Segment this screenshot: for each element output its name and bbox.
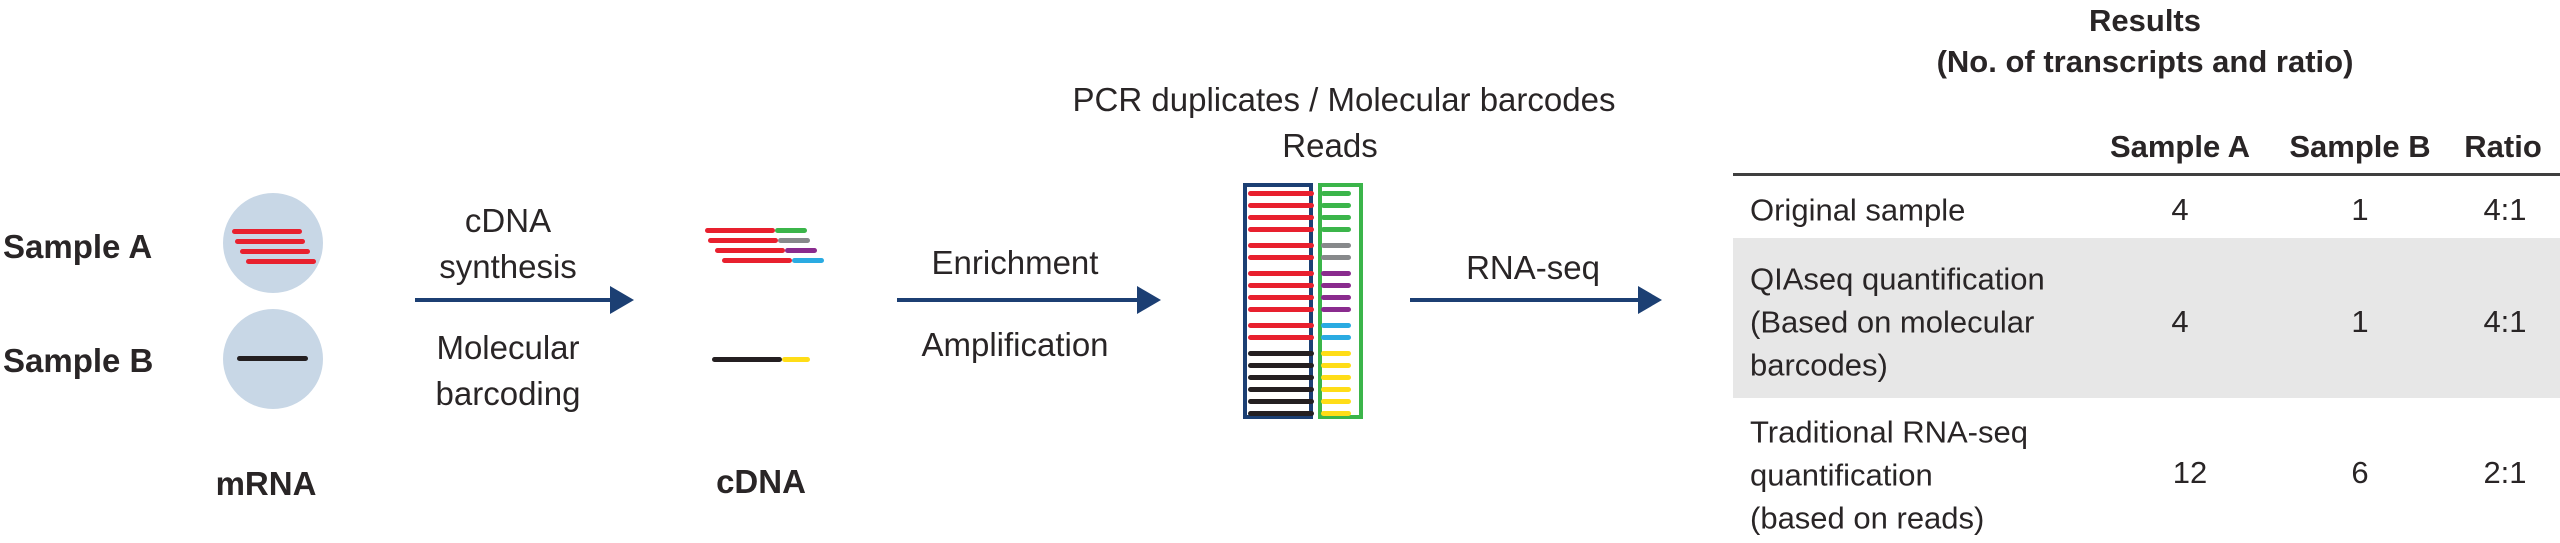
strand-bar bbox=[1248, 335, 1314, 340]
strand-bar bbox=[1321, 191, 1351, 196]
step1-top-line1: cDNA bbox=[464, 202, 552, 239]
strand-bar bbox=[1248, 283, 1314, 288]
step1-bottom-label: Molecular barcoding bbox=[436, 325, 581, 417]
step2-bottom-label: Amplification bbox=[921, 326, 1109, 363]
strand-bar bbox=[1321, 399, 1351, 404]
step2-top-label: Enrichment bbox=[931, 244, 1099, 281]
strand-bar bbox=[1321, 255, 1351, 260]
results-subtitle: (No. of transcripts and ratio) bbox=[1936, 44, 2354, 79]
sample-b-mrna-circle bbox=[223, 309, 323, 409]
strand-bar bbox=[1321, 411, 1351, 416]
strand-bar bbox=[1321, 295, 1351, 300]
strand-bar bbox=[1321, 283, 1351, 288]
reads-subtitle: Reads bbox=[1282, 127, 1378, 164]
step1-arrow-line bbox=[415, 298, 612, 302]
strand-bar bbox=[1321, 323, 1351, 328]
col-header-sample-a: Sample A bbox=[2109, 129, 2251, 164]
strand-bar bbox=[1321, 215, 1351, 220]
results-title: Results bbox=[2089, 3, 2201, 38]
strand-bar bbox=[775, 228, 807, 233]
strand-bar bbox=[1248, 191, 1314, 196]
row1-sample-b-value: 1 bbox=[2351, 192, 2369, 227]
strand-bar bbox=[715, 248, 785, 253]
step1-bottom-line1: Molecular bbox=[436, 329, 580, 366]
cdna-label: cDNA bbox=[716, 463, 806, 500]
table-row-label: Traditional RNA-seq quantification (base… bbox=[1750, 414, 2028, 536]
reads-title: PCR duplicates / Molecular barcodes bbox=[1072, 81, 1616, 118]
strand-bar bbox=[1248, 399, 1314, 404]
sample-a-mrna-circle bbox=[223, 193, 323, 293]
table-row-label: Original sample bbox=[1750, 192, 1966, 228]
row1-sample-a-value: 4 bbox=[2171, 192, 2189, 227]
strand-bar bbox=[1248, 307, 1314, 312]
table-header-rule bbox=[1733, 173, 2560, 176]
strand-bar bbox=[1321, 351, 1351, 356]
strand-bar bbox=[785, 248, 817, 253]
strand-bar bbox=[1248, 411, 1314, 416]
strand-bar bbox=[246, 259, 316, 264]
strand-bar bbox=[1248, 323, 1314, 328]
step3-top-label: RNA-seq bbox=[1466, 249, 1600, 286]
strand-bar bbox=[1248, 271, 1314, 276]
table-row-label: QIAseq quantification (Based on molecula… bbox=[1750, 261, 2045, 383]
strand-bar bbox=[1248, 375, 1314, 380]
strand-bar bbox=[722, 258, 792, 263]
strand-bar bbox=[1248, 387, 1314, 392]
row2-ratio-value: 4:1 bbox=[2483, 304, 2527, 339]
step1-arrow-head bbox=[610, 286, 634, 314]
row2-sample-b-value: 1 bbox=[2351, 304, 2369, 339]
strand-bar bbox=[782, 357, 810, 362]
step3-arrow-line bbox=[1410, 298, 1638, 302]
row2-sample-a-value: 4 bbox=[2171, 304, 2189, 339]
strand-bar bbox=[1321, 271, 1351, 276]
mrna-label: mRNA bbox=[215, 465, 317, 502]
strand-bar bbox=[235, 239, 305, 244]
strand-bar bbox=[1248, 363, 1314, 368]
strand-bar bbox=[1248, 295, 1314, 300]
strand-bar bbox=[240, 249, 310, 254]
strand-bar bbox=[1248, 215, 1314, 220]
strand-bar bbox=[1248, 255, 1314, 260]
strand-bar bbox=[232, 229, 302, 234]
strand-bar bbox=[1321, 363, 1351, 368]
strand-bar bbox=[1321, 335, 1351, 340]
barcodes-frame bbox=[1318, 183, 1363, 419]
strand-bar bbox=[1321, 203, 1351, 208]
step2-arrow-line bbox=[897, 298, 1137, 302]
strand-bar bbox=[1248, 203, 1314, 208]
strand-bar bbox=[1321, 227, 1351, 232]
strand-bar bbox=[1248, 243, 1314, 248]
strand-bar bbox=[705, 228, 775, 233]
strand-bar bbox=[778, 238, 810, 243]
col-header-ratio: Ratio bbox=[2464, 129, 2542, 164]
strand-bar bbox=[792, 258, 824, 263]
row3-sample-b-value: 6 bbox=[2351, 455, 2369, 490]
step1-top-line2: synthesis bbox=[439, 248, 577, 285]
row1-ratio-value: 4:1 bbox=[2483, 192, 2527, 227]
row3-ratio-value: 2:1 bbox=[2483, 455, 2527, 490]
shaded-row-background bbox=[1733, 238, 2560, 398]
strand-bar bbox=[1321, 375, 1351, 380]
strand-bar bbox=[1248, 227, 1314, 232]
row3-sample-a-value: 12 bbox=[2172, 455, 2208, 490]
strand-bar bbox=[1321, 307, 1351, 312]
step2-arrow-head bbox=[1137, 286, 1161, 314]
strand-bar bbox=[712, 357, 782, 362]
reads-frame bbox=[1243, 183, 1313, 419]
step1-bottom-line2: barcoding bbox=[435, 375, 581, 412]
step3-arrow-head bbox=[1638, 286, 1662, 314]
sample-a-label: Sample A bbox=[3, 228, 153, 265]
col-header-sample-b: Sample B bbox=[2289, 129, 2431, 164]
strand-bar bbox=[1248, 351, 1314, 356]
strand-bar bbox=[1321, 387, 1351, 392]
strand-bar bbox=[1321, 243, 1351, 248]
strand-bar bbox=[708, 238, 778, 243]
strand-bar bbox=[237, 356, 308, 361]
sample-b-label: Sample B bbox=[3, 342, 154, 379]
step1-top-label: cDNA synthesis bbox=[439, 198, 577, 290]
